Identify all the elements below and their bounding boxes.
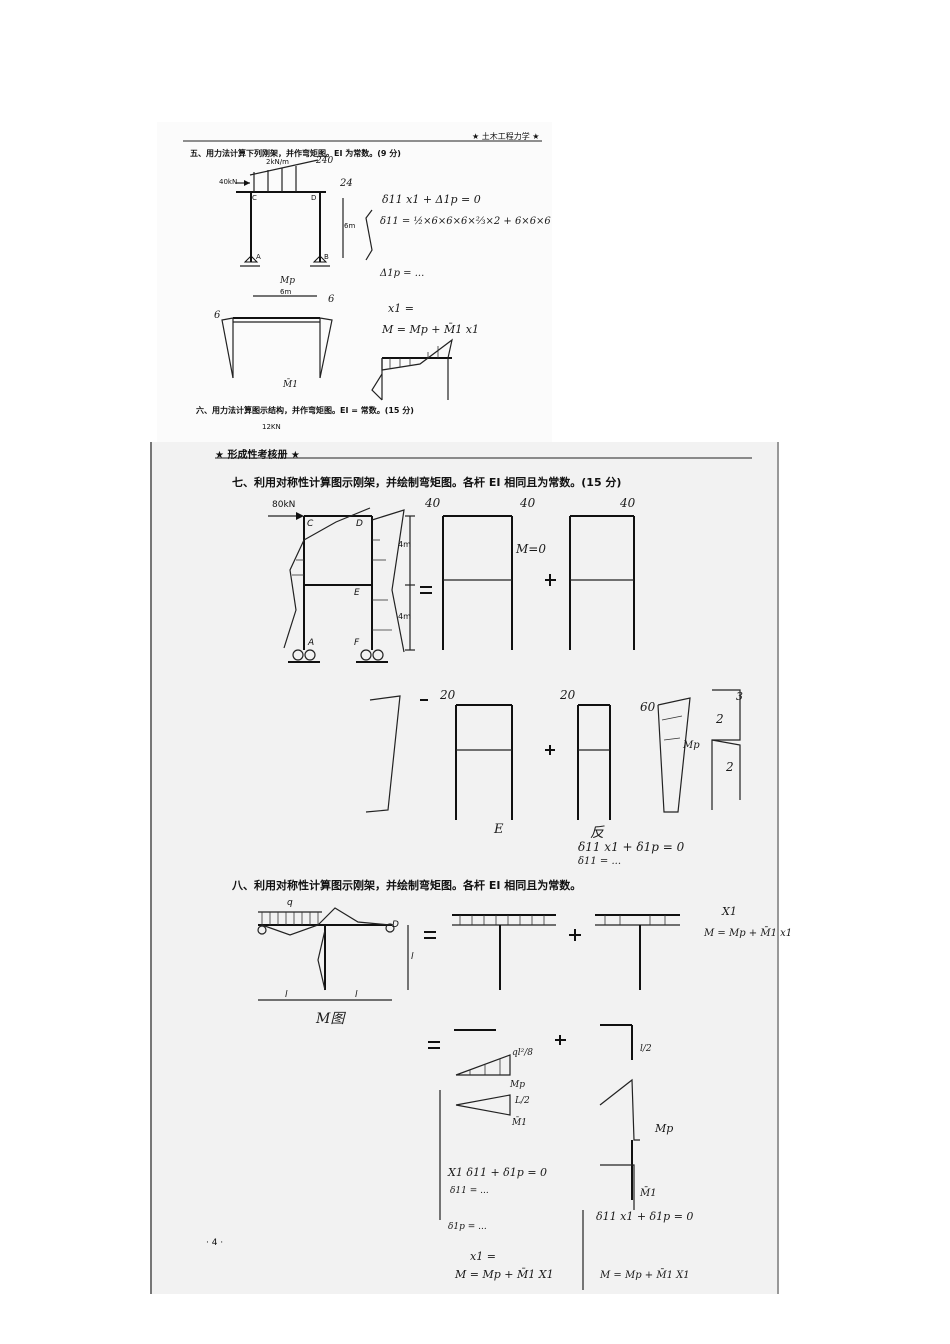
q5-eq5: M = Mp + M̄1 x1: [382, 323, 479, 336]
q8-hw-l2b: l/2: [640, 1044, 652, 1054]
q8-dim-height: l: [411, 952, 414, 962]
q7-node-d: D: [356, 519, 363, 529]
q7-hw-3: 3: [736, 690, 743, 703]
q7-row2-frames: [365, 689, 741, 820]
q8-sym-frame-1: [452, 914, 556, 990]
q7-load: 80kN: [272, 500, 296, 510]
q8-sym-frame-2: [595, 914, 680, 990]
q8-hw-l2: L/2: [515, 1096, 530, 1106]
q7-title: 七、利用对称性计算图示刚架，并绘制弯矩图。各杆 EI 相同且为常数。(15 分): [232, 476, 622, 489]
page1-header: ★ 土木工程力学 ★: [472, 132, 540, 141]
q7-hw-20b: 20: [560, 688, 576, 702]
q6-title: 六、用力法计算图示结构，并作弯矩图。EI = 常数。(15 分): [196, 406, 414, 415]
q8-eq1: M = Mp + M̄1 x1: [704, 928, 793, 939]
q7-hw-2a: 2: [716, 712, 724, 726]
q8-eq7: M = Mp + M̄1 X1: [455, 1268, 554, 1281]
q5-label-mp: Mp: [280, 276, 295, 286]
q5-label-6b: 6: [328, 294, 335, 305]
scan-page-2: [150, 442, 779, 1294]
q7-frame-diagram: [268, 507, 415, 663]
q8-frame-diagram: [257, 907, 409, 1001]
q6-load: 12KN: [262, 423, 281, 431]
q7-eq1: δ11 x1 + δ1p = 0: [578, 840, 685, 854]
q7-hw-2b: 2: [726, 760, 734, 774]
q7-sym-frame-1: [442, 515, 513, 650]
q8-node-d: D: [392, 920, 399, 930]
q7-eq2: δ11 = ...: [578, 856, 622, 867]
q7-hw-60: 60: [640, 700, 656, 714]
q8-eq5: δ1p = ...: [448, 1222, 487, 1232]
q5-node-d: D: [311, 194, 317, 202]
q7-hw-mp: Mp: [683, 740, 700, 751]
q8-half-diagrams: [428, 1024, 640, 1290]
q5-eq1: δ11 x1 + Δ1p = 0: [382, 193, 481, 206]
q7-node-a: A: [308, 638, 315, 648]
page2-header: ★ 形成性考核册 ★: [215, 450, 300, 461]
q7-dim-upper: 4m: [398, 540, 411, 549]
q5-frame-diagram: [236, 159, 344, 297]
q8-eq6: x1 =: [470, 1250, 496, 1263]
q5-load-point: 40kN: [219, 178, 238, 186]
q5-m1-diagram: [221, 317, 333, 379]
q8-hw-mtu: M图: [316, 1011, 345, 1027]
q8-hw-mp-b: Mp: [655, 1122, 674, 1135]
q7-node-f: F: [354, 638, 360, 648]
q5-node-c: C: [252, 194, 257, 202]
q5-eq3: Δ1p = ...: [380, 268, 425, 279]
q8-hw-mp-a: Mp: [510, 1080, 525, 1090]
q7-node-c: C: [307, 519, 314, 529]
q7-sym-frame-2: [569, 515, 635, 650]
q5-label-24: 24: [340, 178, 353, 189]
q7-hw-fan: 反: [590, 825, 604, 841]
q5-label-6a: 6: [214, 310, 221, 321]
q5-label-m1: M̄1: [283, 380, 298, 390]
q5-height: 6m: [344, 222, 356, 230]
q5-span: 6m: [280, 288, 292, 296]
q8-hw-ql2: ql²/8: [512, 1048, 534, 1058]
q7-hw-40c: 40: [620, 496, 636, 510]
q5-node-a: A: [256, 253, 261, 261]
q5-eq4: x1 =: [388, 302, 414, 315]
q5-node-b: B: [324, 253, 329, 261]
q8-dim-left: l: [285, 990, 288, 1000]
q7-hw-40a: 40: [425, 496, 441, 510]
q8-hw-m1-a: M̄1: [512, 1118, 527, 1128]
q7-node-e: E: [354, 588, 360, 598]
q5-eq2: δ11 = ½×6×6×6×⅔×2 + 6×6×6: [380, 216, 551, 227]
q5-label-240: 240: [316, 156, 334, 166]
q8-title: 八、利用对称性计算图示刚架，并绘制弯矩图。各杆 EI 相同且为常数。: [232, 879, 582, 892]
scan-page-1: [157, 122, 552, 442]
q7-hw-e: E: [494, 822, 504, 837]
q8-eq4: δ11 = ...: [450, 1186, 489, 1196]
q5-load-dist: 2kN/m: [266, 158, 289, 166]
q5-brace: [365, 209, 373, 261]
q8-eq3: δ11 x1 + δ1p = 0: [596, 1210, 694, 1223]
q8-hw-x1: X1: [722, 905, 737, 918]
q8-eq2: X1 δ11 + δ1p = 0: [448, 1166, 548, 1179]
q8-eq8: M = Mp + M̄1 X1: [600, 1270, 690, 1281]
q8-load: q: [287, 898, 293, 908]
page-number: · 4 ·: [206, 1238, 224, 1248]
q5-m-final-diagram: [371, 338, 453, 401]
q7-dim-lower: 4m: [398, 612, 411, 621]
q8-dim-right: l: [355, 990, 358, 1000]
q7-hw-m0: M=0: [516, 542, 546, 556]
q8-hw-m1-b: M̄1: [640, 1188, 657, 1199]
q7-hw-20a: 20: [440, 688, 456, 702]
q7-hw-40b: 40: [520, 496, 536, 510]
q5-title: 五、用力法计算下列刚架，并作弯矩图。EI 为常数。(9 分): [190, 149, 401, 158]
